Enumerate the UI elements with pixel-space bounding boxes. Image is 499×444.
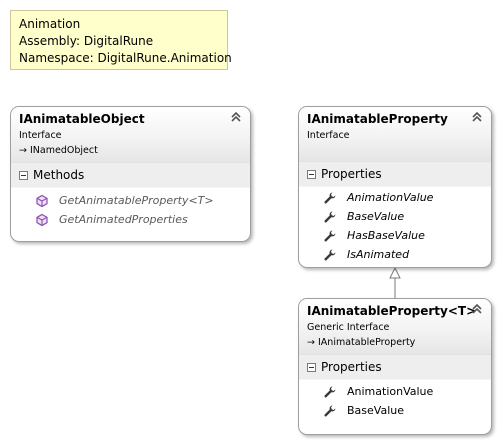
double-chevron-up-icon[interactable] xyxy=(471,303,483,315)
wrench-icon xyxy=(324,405,336,416)
box-title: IAnimatableProperty xyxy=(307,112,448,126)
method-cube-icon xyxy=(36,194,48,207)
wrench-icon xyxy=(324,211,336,222)
box-title: IAnimatableProperty<T> xyxy=(307,304,477,318)
double-chevron-up-icon[interactable] xyxy=(471,111,483,123)
box-title: IAnimatableObject xyxy=(19,112,145,126)
member-item[interactable]: GetAnimatedProperties xyxy=(11,210,250,229)
wrench-icon xyxy=(324,192,336,203)
double-chevron-up-icon[interactable] xyxy=(230,111,242,123)
wrench-icon xyxy=(324,249,336,260)
collapse-toggle-icon[interactable] xyxy=(307,362,316,372)
arrow-right-icon: → xyxy=(307,337,315,348)
class-box-ianimatableobject[interactable]: IAnimatableObject Interface → INamedObje… xyxy=(10,106,251,242)
note-assembly: Assembly: DigitalRune xyxy=(19,34,154,48)
collapse-toggle-icon[interactable] xyxy=(307,169,316,179)
member-item[interactable]: AnimationValue xyxy=(299,188,491,207)
section-label: Properties xyxy=(321,167,382,181)
section-header-properties[interactable]: Properties xyxy=(299,162,491,187)
box-kind: Interface xyxy=(307,130,350,141)
class-box-ianimatableproperty-generic[interactable]: IAnimatableProperty<T> Generic Interface… xyxy=(298,298,492,435)
member-item[interactable]: BaseValue xyxy=(299,401,491,420)
box-kind: Interface xyxy=(19,130,62,141)
member-item[interactable]: GetAnimatableProperty<T> xyxy=(11,191,250,210)
namespace-note: Animation Assembly: DigitalRune Namespac… xyxy=(10,10,232,70)
note-title: Animation xyxy=(19,17,81,31)
section-header-properties[interactable]: Properties xyxy=(299,355,491,380)
collapse-toggle-icon[interactable] xyxy=(19,170,28,180)
box-header[interactable]: IAnimatableProperty Interface xyxy=(299,107,491,162)
note-namespace: Namespace: DigitalRune.Animation xyxy=(19,51,232,65)
method-cube-icon xyxy=(36,213,48,226)
box-inherits: → INamedObject xyxy=(19,145,98,156)
arrow-right-icon: → xyxy=(19,145,27,156)
member-item[interactable]: BaseValue xyxy=(299,207,491,226)
section-header-methods[interactable]: Methods xyxy=(11,163,250,188)
member-item[interactable]: HasBaseValue xyxy=(299,226,491,245)
member-item[interactable]: AnimationValue xyxy=(299,382,491,401)
inheritance-arrowhead xyxy=(389,266,401,279)
wrench-icon xyxy=(324,230,336,241)
box-inherits: → IAnimatableProperty xyxy=(307,337,416,348)
section-label: Methods xyxy=(33,168,85,182)
wrench-icon xyxy=(324,386,336,397)
box-kind: Generic Interface xyxy=(307,322,390,333)
member-item[interactable]: IsAnimated xyxy=(299,245,491,264)
section-label: Properties xyxy=(321,360,382,374)
box-header[interactable]: IAnimatableProperty<T> Generic Interface… xyxy=(299,299,491,355)
box-header[interactable]: IAnimatableObject Interface → INamedObje… xyxy=(11,107,250,163)
class-box-ianimatableproperty[interactable]: IAnimatableProperty Interface Properties… xyxy=(298,106,492,268)
